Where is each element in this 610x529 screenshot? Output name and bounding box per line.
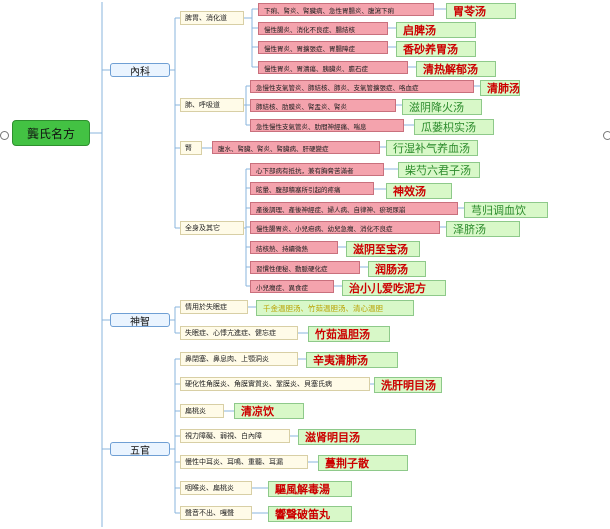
category-node[interactable]: 扁桃炎 [180, 404, 224, 418]
remedy-node[interactable]: 滋肾明目汤 [298, 429, 416, 445]
symptom-node[interactable]: 小兒癇症、異食症 [250, 280, 334, 293]
remedy-node[interactable]: 行湿补气养血汤 [386, 140, 478, 156]
system-node-spirit[interactable]: 神智 [110, 313, 170, 327]
remedy-node[interactable]: 竹茹温胆汤 [308, 326, 390, 342]
remedy-node[interactable]: 響聲破笛丸 [268, 506, 352, 522]
symptom-node[interactable]: 產後調理、產後神經症、婦人病、自律神、瘀斑尿崩 [250, 202, 458, 215]
symptom-node[interactable]: 肺結核、肋膜炎、腎盂炎、腎炎 [250, 99, 396, 112]
remedy-node[interactable]: 滋阴降火汤 [402, 99, 482, 115]
remedy-node[interactable]: 洗肝明目汤 [374, 377, 442, 393]
category-node[interactable]: 全身及其它 [180, 221, 244, 235]
remedy-node[interactable]: 香砂养胃汤 [396, 41, 476, 57]
remedy-node[interactable]: 驅風解毒湯 [268, 481, 352, 497]
symptom-node[interactable]: 腹水、腎臟、腎炎、腎臟病、肝硬變症 [212, 141, 380, 154]
category-node[interactable]: 鼻閉塞、鼻息肉、上顎洞炎 [180, 352, 298, 366]
symptom-node[interactable]: 慢性腸炎、消化不良症、腸結核 [258, 22, 388, 35]
remedy-node[interactable]: 蔓荆子散 [318, 455, 408, 471]
remedy-node[interactable]: 启脾汤 [396, 22, 476, 38]
category-node[interactable]: 肺、呼吸道 [180, 98, 244, 112]
symptom-node[interactable]: 心下部病有抵抗，兼有胸脅苦滿者 [250, 163, 384, 176]
left-collapse-handle[interactable] [0, 131, 9, 140]
system-node-internal[interactable]: 內科 [110, 63, 170, 77]
category-node[interactable]: 視力障礙、弱視、白內障 [180, 429, 290, 443]
remedy-node[interactable]: 辛夷清肺汤 [306, 352, 398, 368]
category-node[interactable]: 慢性中耳炎、耳鳴、重聽、耳漏 [180, 455, 308, 469]
category-node[interactable]: 硬化性角膜炎、角膜實質炎、鞏膜炎、貝塞氏病 [180, 377, 370, 391]
category-node[interactable]: 腎 [180, 141, 202, 155]
system-node-senses[interactable]: 五官 [110, 442, 170, 456]
category-node[interactable]: 聲音不出、嘎聲 [180, 506, 252, 520]
category-node[interactable]: 失眠症、心悸亢進症、健忘症 [180, 326, 298, 340]
remedy-node[interactable]: 润肠汤 [368, 261, 426, 277]
remedy-node[interactable]: 胃苓汤 [446, 3, 516, 19]
symptom-node[interactable]: 慢性腸胃炎、小兒疳病、幼兒急癇、消化不良症 [250, 221, 440, 234]
remedy-node[interactable]: 清肺汤 [480, 80, 520, 96]
remedy-node[interactable]: 清凉饮 [234, 403, 304, 419]
symptom-node[interactable]: 習慣性便秘、動脈硬化症 [250, 261, 360, 274]
remedy-node[interactable]: 千金温胆汤、竹茹温胆汤、清心温胆 [256, 300, 414, 316]
remedy-node[interactable]: 泽脐汤 [446, 221, 520, 237]
remedy-node[interactable]: 滋阴至宝汤 [346, 241, 420, 257]
symptom-node[interactable]: 慢性胃炎、胃擴張症、胃腸障症 [258, 41, 388, 54]
symptom-node[interactable]: 急性慢性支氣管炎、肋間神經痛、喘息 [250, 119, 404, 132]
symptom-node[interactable]: 急慢性支氣管炎、肺結核、肺炎、支氣管擴張症、咯血症 [250, 80, 474, 93]
remedy-node[interactable]: 神效汤 [386, 183, 452, 199]
symptom-node[interactable]: 結核熱、持續微熱 [250, 241, 338, 254]
root-node[interactable]: 龔氏名方 [12, 120, 90, 146]
remedy-node[interactable]: 瓜蒌枳实汤 [414, 119, 494, 135]
remedy-node[interactable]: 治小儿爱吃泥方 [342, 280, 446, 296]
remedy-node[interactable]: 芎归调血饮 [464, 202, 548, 218]
right-collapse-handle[interactable] [603, 131, 610, 140]
category-node[interactable]: 脾胃、消化道 [180, 11, 244, 25]
remedy-node[interactable]: 清热解郁汤 [416, 61, 496, 77]
symptom-node[interactable]: 下痢、腎炎、腎臟病、急性胃腸炎、腹瀉下痢 [258, 3, 434, 16]
category-node[interactable]: 情用於失眠症 [180, 300, 248, 314]
symptom-node[interactable]: 慢性胃炎、胃潰瘍、胰臟炎、膽石症 [258, 61, 408, 74]
remedy-node[interactable]: 柴芍六君子汤 [398, 162, 480, 178]
symptom-node[interactable]: 眩暈、腹部積塞所引起的疼痛 [250, 182, 374, 195]
category-node[interactable]: 咽喉炎、扁桃炎 [180, 481, 252, 495]
